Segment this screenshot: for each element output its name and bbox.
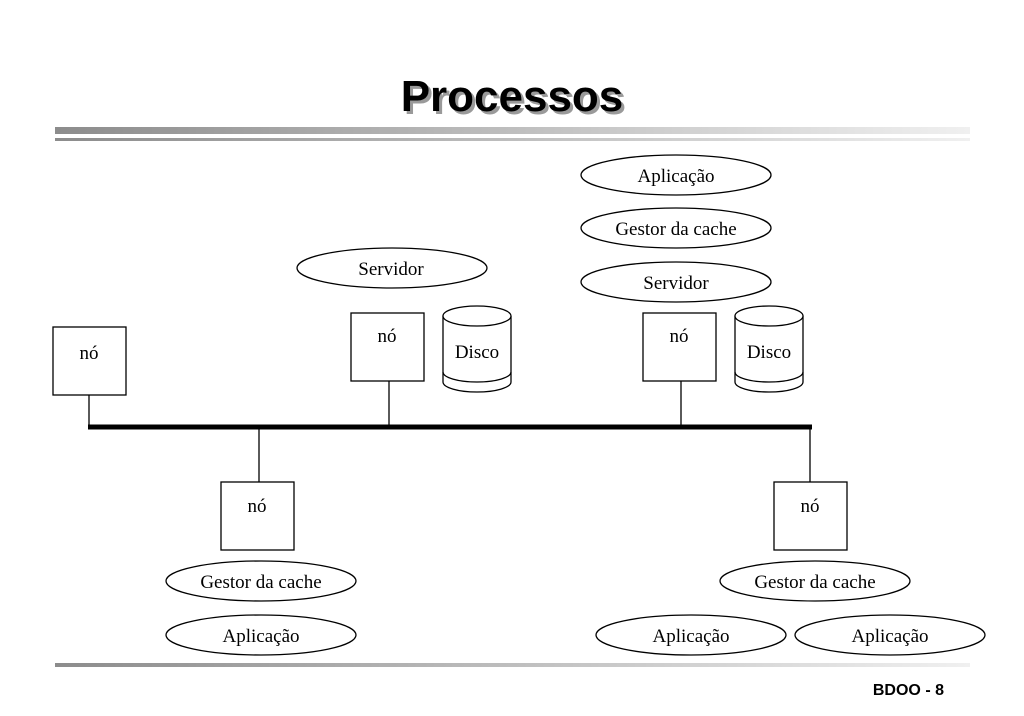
- process-ellipse: Gestor da cache: [165, 560, 357, 602]
- process-ellipse: Gestor da cache: [719, 560, 911, 602]
- process-ellipse: Gestor da cache: [580, 207, 772, 249]
- svg-text:Gestor da cache: Gestor da cache: [615, 219, 736, 240]
- node-n5: nó: [773, 427, 848, 551]
- process-ellipse: Servidor: [296, 247, 488, 289]
- svg-text:Aplicação: Aplicação: [652, 626, 729, 647]
- node-label: nó: [248, 496, 267, 517]
- process-ellipse: Aplicação: [165, 614, 357, 656]
- disk-label: Disco: [455, 342, 499, 363]
- svg-text:Servidor: Servidor: [358, 259, 424, 280]
- node-label: nó: [378, 326, 397, 347]
- svg-text:Aplicação: Aplicação: [851, 626, 928, 647]
- process-ellipse: Aplicação: [794, 614, 986, 656]
- svg-text:Aplicação: Aplicação: [222, 626, 299, 647]
- disk-label: Disco: [747, 342, 791, 363]
- node-label: nó: [80, 343, 99, 364]
- disk-icon: Disco: [734, 305, 804, 393]
- title-rule-thin: [55, 138, 970, 141]
- process-ellipse: Servidor: [580, 261, 772, 303]
- node-n4: nó: [220, 427, 295, 551]
- node-n1: nó: [52, 326, 127, 427]
- slide-title: Processos: [400, 72, 624, 121]
- disk-icon: Disco: [442, 305, 512, 393]
- svg-text:Gestor da cache: Gestor da cache: [754, 572, 875, 593]
- process-ellipse: Aplicação: [580, 154, 772, 196]
- node-label: nó: [801, 496, 820, 517]
- node-n3: nó: [642, 312, 717, 427]
- node-n2: nó: [350, 312, 425, 427]
- node-label: nó: [670, 326, 689, 347]
- title-rule-thick: [55, 127, 970, 134]
- footer-rule: [55, 663, 970, 667]
- svg-text:Gestor da cache: Gestor da cache: [200, 572, 321, 593]
- process-ellipse: Aplicação: [595, 614, 787, 656]
- svg-text:Servidor: Servidor: [643, 273, 709, 294]
- svg-text:Aplicação: Aplicação: [637, 166, 714, 187]
- slide-footer: BDOO - 8: [872, 682, 944, 699]
